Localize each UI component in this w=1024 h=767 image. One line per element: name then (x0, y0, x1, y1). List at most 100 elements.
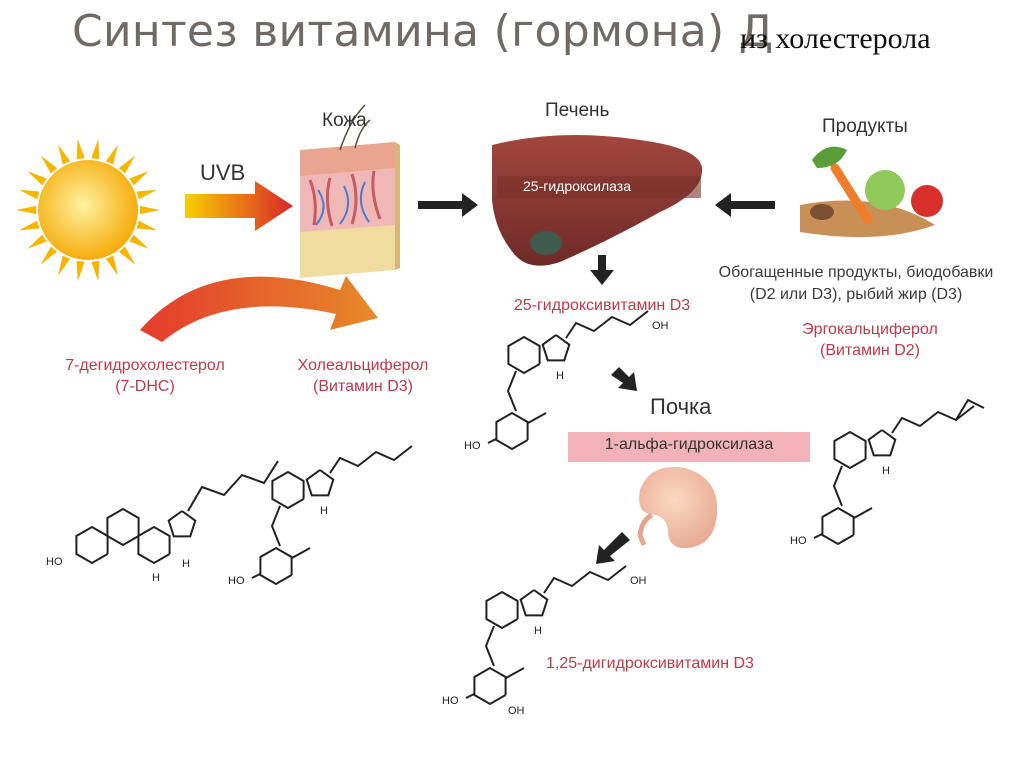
arrow-skin-liver (418, 193, 478, 217)
side-chain (329, 445, 413, 474)
sun-ray (40, 155, 58, 174)
ho-label: HO (228, 575, 245, 587)
ho-label: HO (790, 535, 807, 547)
side-chain (565, 310, 649, 339)
h-label: H (182, 558, 190, 570)
ring (137, 525, 171, 565)
uvb-arrow (185, 181, 293, 231)
label-ergo-1: Эргокальциферол (802, 321, 938, 338)
ho-label: HO (442, 695, 459, 707)
label-dhc-1: 7-дегидрохолестерол (65, 357, 225, 374)
sun-ray (105, 255, 118, 276)
ring (167, 510, 197, 538)
ring (75, 525, 109, 565)
label-25-hydroxy-d3: 25-гидроксивитамин D3 (513, 297, 691, 314)
triene (832, 465, 843, 507)
ho-label: HO (46, 556, 63, 568)
ring (473, 666, 507, 706)
side-chain (187, 460, 279, 512)
sun-ray (40, 246, 58, 265)
label-products: Продукты (822, 116, 908, 137)
skin-icon (300, 104, 400, 278)
sun-ray (118, 246, 136, 265)
label-kidney: Почка (650, 394, 712, 419)
h-label: H (320, 505, 328, 517)
oh-label: OH (652, 320, 669, 332)
sun-ray (16, 205, 37, 215)
sun-ray (18, 220, 40, 231)
ring (305, 469, 335, 497)
enzyme-box-kidney (568, 432, 810, 462)
ring (833, 430, 867, 470)
label-chole-2: (Витамин D3) (313, 378, 413, 395)
oh-label: OH (630, 575, 647, 587)
arrow-food-liver (715, 193, 775, 217)
ring (106, 507, 140, 547)
arc-arrow (140, 276, 378, 342)
h-label: H (534, 625, 542, 637)
sun-ray (136, 220, 158, 231)
label-ergo-2: (Витамин D2) (820, 342, 920, 359)
label-enzyme-liver: 25-гидроксилаза (523, 178, 632, 194)
food-icon (800, 146, 943, 238)
sun-ray (129, 171, 149, 186)
bond (813, 533, 823, 539)
ring (541, 334, 571, 362)
sun-ray (136, 189, 158, 200)
title-sub: из холестерола (740, 22, 931, 55)
ring (485, 590, 519, 630)
arrow-to-kidney (611, 367, 637, 391)
label-chole-1: Холеальциферол (297, 357, 429, 374)
bond (465, 693, 475, 699)
h-label: H (556, 370, 564, 382)
label-uvb: UVB (200, 160, 246, 185)
sun-ray (76, 138, 85, 160)
ring (507, 335, 541, 375)
methylene (853, 507, 873, 519)
sun-ray (91, 138, 100, 160)
methylene (505, 667, 525, 679)
arrow-kidney-down (596, 532, 630, 564)
sun-ray (58, 255, 71, 276)
ring (867, 429, 897, 457)
label-dhc-2: (7-DHC) (115, 378, 175, 395)
label-products-desc-1: Обогащенные продукты, биодобавки (718, 264, 994, 281)
ring (519, 589, 549, 617)
side-chain (543, 565, 627, 594)
sun-ray (58, 144, 71, 165)
triene (484, 625, 495, 667)
triene (506, 370, 517, 412)
title-main: Синтез витамина (гормона) Д (72, 6, 774, 57)
sun-ray (27, 171, 47, 186)
ring (821, 506, 855, 546)
sun-ray (129, 234, 149, 249)
liver-icon (492, 135, 703, 266)
sun-ray (139, 205, 160, 215)
kidney-icon (637, 466, 718, 549)
sun-ray (91, 260, 100, 282)
ho-label: HO (464, 440, 481, 452)
oh-label: OH (508, 705, 525, 717)
triene (270, 505, 281, 547)
ring (495, 411, 529, 451)
label-products-desc-2: (D2 или D3), рыбий жир (D3) (749, 286, 963, 303)
sun-icon (16, 138, 160, 282)
methylene (291, 547, 311, 559)
label-125-dihydroxy-d3: 1,25-дигидроксивитамин D3 (546, 655, 754, 672)
methylene (527, 412, 547, 424)
side-chain (955, 398, 985, 421)
sun-ray (18, 189, 40, 200)
ring (259, 546, 293, 586)
label-skin: Кожа (322, 110, 367, 131)
h-label: H (152, 572, 160, 584)
sun-ray (76, 260, 85, 282)
sun-ray (105, 144, 118, 165)
side-chain (891, 405, 975, 434)
arrow-liver-down (590, 255, 614, 285)
label-enzyme-kidney: 1-альфа-гидроксилаза (604, 436, 774, 453)
bond (251, 573, 261, 579)
sun-ray (27, 234, 47, 249)
sun-ray (118, 155, 136, 174)
